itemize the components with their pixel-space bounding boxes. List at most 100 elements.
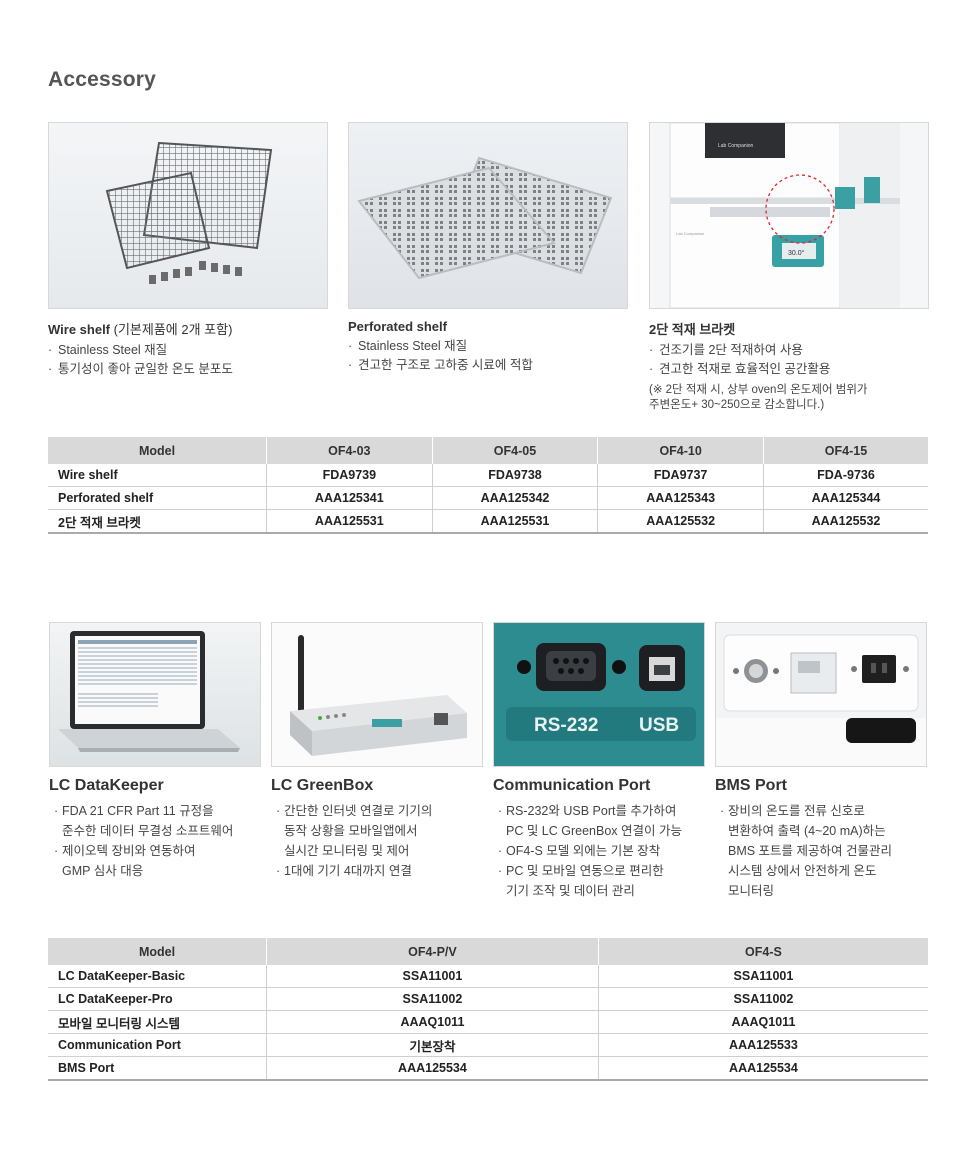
bms-port-image [715,622,927,767]
table-cell: 기본장착 [266,1033,599,1057]
greenbox-text: 간단한 인터넷 연결로 기기의 [271,801,483,821]
bms-port-text: 모니터링 [728,884,775,898]
greenbox-title: LC GreenBox [271,777,374,794]
table-cell: AAA125533 [597,1033,928,1057]
communication-port-text: 기기 조작 및 데이터 관리 [506,884,635,898]
bms-port-title: BMS Port [715,777,787,794]
brand-text-lower: Lab Companion [676,231,704,236]
communication-port-title: Communication Port [493,777,651,794]
communication-port-text: PC 및 LC GreenBox 연결이 가능 [506,824,682,838]
table-cell: AAA125532 [597,509,764,534]
greenbox-text: 실시간 모니터링 및 제어 [284,844,410,858]
table-cell: AAAQ1011 [266,1010,599,1034]
table-cell: SSA11002 [597,987,928,1011]
stacking-bracket-bullet: 건조기를 2단 적재하여 사용 [649,341,929,360]
stacking-bracket-note: (※ 2단 적재 시, 상부 oven의 온도제어 범위가 [649,384,868,396]
stacking-bracket-image: Lab Companion Lab Companion 30.0° [649,122,929,309]
greenbox-text: 1대에 기기 4대까지 연결 [271,861,483,881]
wire-shelf-bullet: 통기성이 좋아 균일한 온도 분포도 [48,360,328,379]
datakeeper-text: FDA 21 CFR Part 11 규정을 [49,801,261,821]
table-header: Model [48,938,267,965]
table-cell: Communication Port [48,1033,267,1057]
datakeeper-image [49,622,261,767]
table-header: Model [48,437,267,464]
table-cell: SSA11001 [266,965,599,988]
table-header: OF4-05 [431,437,598,464]
table-cell: Wire shelf [48,464,267,487]
wire-shelf-title: Wire shelf (기본제품에 2개 포함) [48,322,233,337]
table-cell: AAA125344 [762,486,928,510]
communication-port-text: OF4-S 모델 외에는 기본 장착 [493,841,705,861]
datakeeper-text: 제이오텍 장비와 연동하여 [49,841,261,861]
wire-shelf-bullet: Stainless Steel 재질 [48,341,328,360]
usb-label: USB [639,715,679,736]
stacking-bracket-title: 2단 적재 브라켓 [649,322,736,337]
perforated-shelf-image [348,122,628,309]
table-row: LC DataKeeper-Basic SSA11001 SSA11001 [48,965,928,988]
table-header: OF4-15 [762,437,928,464]
table-cell: AAA125342 [431,486,598,510]
option-card-datakeeper: LC DataKeeper FDA 21 CFR Part 11 규정을 준수한… [49,622,261,881]
table-row: BMS Port AAA125534 AAA125534 [48,1056,928,1081]
table-cell: AAA125532 [762,509,928,534]
table-cell: SSA11001 [597,965,928,988]
communication-port-text: RS-232와 USB Port를 추가하여 [493,801,705,821]
stacking-bracket-note: 주변온도+ 30~250으로 감소합니다.) [649,399,825,411]
display-readout: 30.0° [788,249,805,257]
perforated-shelf-title: Perforated shelf [348,319,447,334]
table-cell: FDA-9736 [762,464,928,487]
table-header: OF4-P/V [266,938,599,965]
table-cell: AAA125531 [431,509,598,534]
section-title: Accessory [48,68,157,91]
table-cell: SSA11002 [266,987,599,1011]
table-cell: BMS Port [48,1056,267,1081]
accessory-model-table: Model OF4-03 OF4-05 OF4-10 OF4-15 Wire s… [48,437,928,534]
option-card-greenbox: LC GreenBox 간단한 인터넷 연결로 기기의 동작 상황을 모바일앱에… [271,622,483,881]
table-cell: FDA9737 [597,464,764,487]
perforated-shelf-bullet: 견고한 구조로 고하중 시료에 적합 [348,356,628,375]
table-cell: FDA9739 [266,464,433,487]
table-cell: AAA125341 [266,486,433,510]
table-row: Wire shelf FDA9739 FDA9738 FDA9737 FDA-9… [48,464,928,487]
table-row: LC DataKeeper-Pro SSA11002 SSA11002 [48,987,928,1011]
table-row: Perforated shelf AAA125341 AAA125342 AAA… [48,486,928,510]
table-cell: AAA125534 [266,1056,599,1081]
rs232-label: RS-232 [534,715,598,736]
stacking-bracket-bullet: 견고한 적재로 효율적인 공간활용 [649,360,929,379]
bms-port-text: 장비의 온도를 전류 신호로 [715,801,927,821]
option-card-communication-port: RS-232 USB Communication Port RS-232와 US… [493,622,705,901]
communication-port-text: PC 및 모바일 연동으로 편리한 [493,861,705,881]
table-cell: LC DataKeeper-Basic [48,965,267,988]
table-header: OF4-10 [597,437,764,464]
option-card-bms-port: BMS Port 장비의 온도를 전류 신호로 변환하여 출력 (4~20 mA… [715,622,927,901]
table-cell: AAA125343 [597,486,764,510]
datakeeper-title: LC DataKeeper [49,777,164,794]
bms-port-text: 시스템 상에서 안전하게 온도 [728,864,877,878]
brand-text: Lab Companion [718,143,754,149]
table-cell: Perforated shelf [48,486,267,510]
communication-port-image: RS-232 USB [493,622,705,767]
table-header: OF4-S [597,938,928,965]
wire-shelf-image [48,122,328,309]
table-cell: AAA125534 [597,1056,928,1081]
greenbox-image [271,622,483,767]
bms-port-text: 변환하여 출력 (4~20 mA)하는 [728,824,886,838]
perforated-shelf-bullet: Stainless Steel 재질 [348,337,628,356]
table-header: OF4-03 [266,437,433,464]
table-cell: AAA125531 [266,509,433,534]
table-cell: 2단 적재 브라켓 [48,509,267,534]
table-cell: AAAQ1011 [597,1010,928,1034]
accessory-card-perforated-shelf: Perforated shelf Stainless Steel 재질 견고한 … [348,122,628,375]
table-cell: LC DataKeeper-Pro [48,987,267,1011]
accessory-card-stacking-bracket: Lab Companion Lab Companion 30.0° 2단 적재 … [649,122,929,413]
datakeeper-text: GMP 심사 대응 [62,864,144,878]
table-row: 모바일 모니터링 시스템 AAAQ1011 AAAQ1011 [48,1010,928,1034]
table-cell: FDA9738 [431,464,598,487]
datakeeper-text: 준수한 데이터 무결성 소프트웨어 [62,824,234,838]
table-row: Communication Port 기본장착 AAA125533 [48,1033,928,1057]
greenbox-text: 동작 상황을 모바일앱에서 [284,824,418,838]
bms-port-text: BMS 포트를 제공하여 건물관리 [728,844,893,858]
option-model-table: Model OF4-P/V OF4-S LC DataKeeper-Basic … [48,938,928,1081]
accessory-card-wire-shelf: Wire shelf (기본제품에 2개 포함) Stainless Steel… [48,122,328,379]
table-cell: 모바일 모니터링 시스템 [48,1010,267,1034]
